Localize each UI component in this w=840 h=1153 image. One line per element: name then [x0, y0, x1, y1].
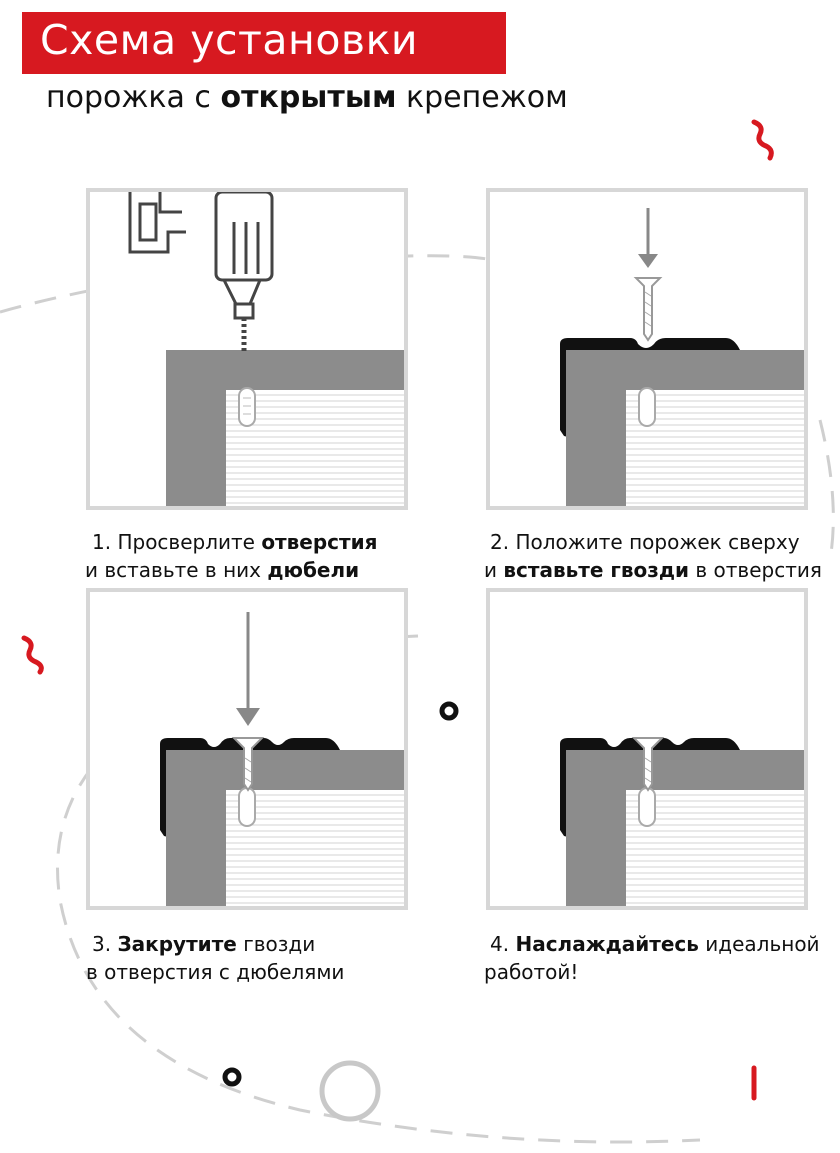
step-4-caption: 4. Наслаждайтесь идеальной работой! — [484, 932, 820, 984]
dowel-icon — [238, 387, 256, 427]
threshold-profile — [560, 338, 740, 437]
dowel-icon — [638, 787, 656, 827]
dot-ring-icon — [222, 1067, 242, 1087]
step-1-caption: 1. Просверлите отверстия и вставьте в ни… — [85, 530, 378, 582]
drill-icon — [128, 192, 274, 352]
page-subtitle: порожка с открытым крепежом — [46, 80, 568, 115]
nail-icon — [633, 277, 663, 342]
page-title: Схема установки — [40, 16, 418, 64]
gray-ring-icon — [319, 1060, 381, 1122]
red-squiggle-icon — [21, 635, 44, 675]
step-3-caption: 3. Закрутите гвозди в отверстия с дюбеля… — [86, 932, 345, 984]
nail-icon — [231, 737, 265, 792]
step-3-illustration — [86, 588, 408, 910]
step-1-illustration — [86, 188, 408, 510]
arrow-down-icon — [638, 208, 658, 268]
dot-ring-icon — [439, 701, 459, 721]
step-2-illustration — [486, 188, 808, 510]
step-4-illustration — [486, 588, 808, 910]
title-banner — [22, 12, 506, 74]
nail-icon — [631, 737, 665, 792]
dowel-icon — [238, 787, 256, 827]
red-squiggle-icon — [751, 119, 774, 161]
dowel-icon — [638, 387, 656, 427]
step-2-caption: 2. Положите порожек сверху и вставьте гв… — [484, 530, 822, 582]
arrow-down-icon — [236, 612, 260, 726]
